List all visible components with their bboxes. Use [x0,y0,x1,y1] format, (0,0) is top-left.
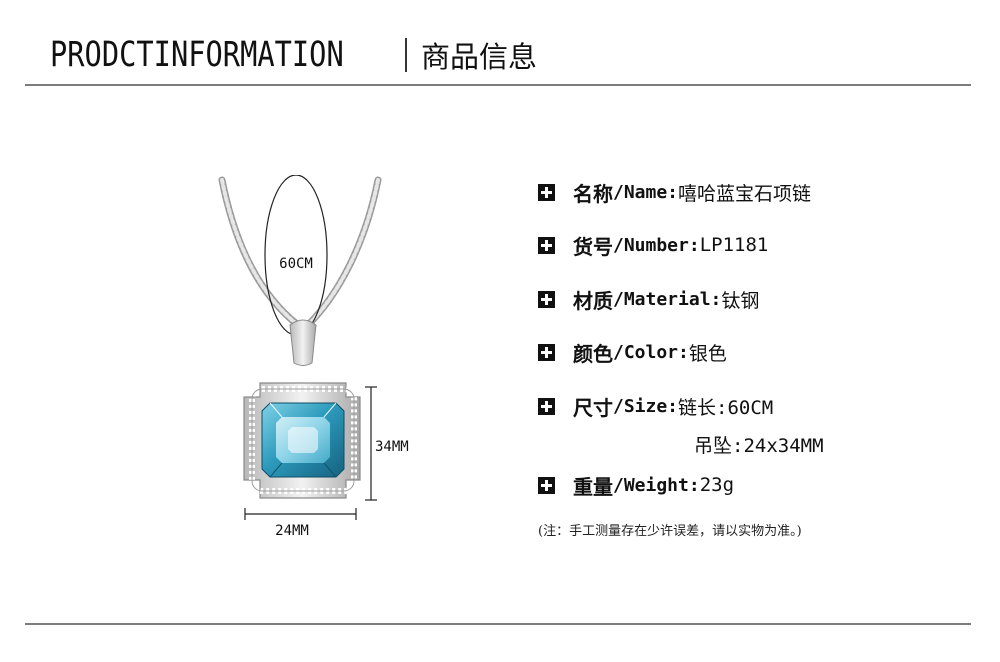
spec-row-number: 货号/Number:LP1181 [538,230,768,260]
plus-icon [538,236,555,254]
top-divider [25,84,971,86]
spec-row-size: 尺寸/Size:链长:60CM [538,391,773,421]
pendant-bail [289,319,317,366]
spec-row-color: 颜色/Color:银色 [538,337,727,367]
plus-icon [538,476,555,494]
width-dimension [244,508,357,520]
spec-row-name: 名称/Name:嘻哈蓝宝石项链 [538,177,811,207]
length-ellipse [264,175,328,336]
title-separator [405,38,407,72]
bottom-divider [25,623,971,625]
measurement-note: (注：手工测量存在少许误差，请以实物为准。) [538,524,802,539]
spec-size-pendant: 吊坠:24x34MM [694,434,824,457]
spec-row-material: 材质/Material:钛钢 [538,284,759,314]
page-title-cn: 商品信息 [421,40,538,74]
plus-icon [538,343,555,361]
plus-icon [538,183,555,201]
spec-row-weight: 重量/Weight:23g [538,470,734,500]
width-label: 24MM [275,523,309,539]
height-label: 34MM [375,439,409,455]
plus-icon [538,290,555,308]
chain [218,176,382,329]
height-dimension [365,386,377,501]
page-title-en: PRODCTINFORMATION [50,35,344,75]
chain-length-label: 60CM [279,256,313,272]
necklace-diagram: 60CM 34MM 24MM [218,175,409,539]
page-header: PRODCTINFORMATION 商品信息 [50,30,537,80]
plus-icon [538,397,555,415]
